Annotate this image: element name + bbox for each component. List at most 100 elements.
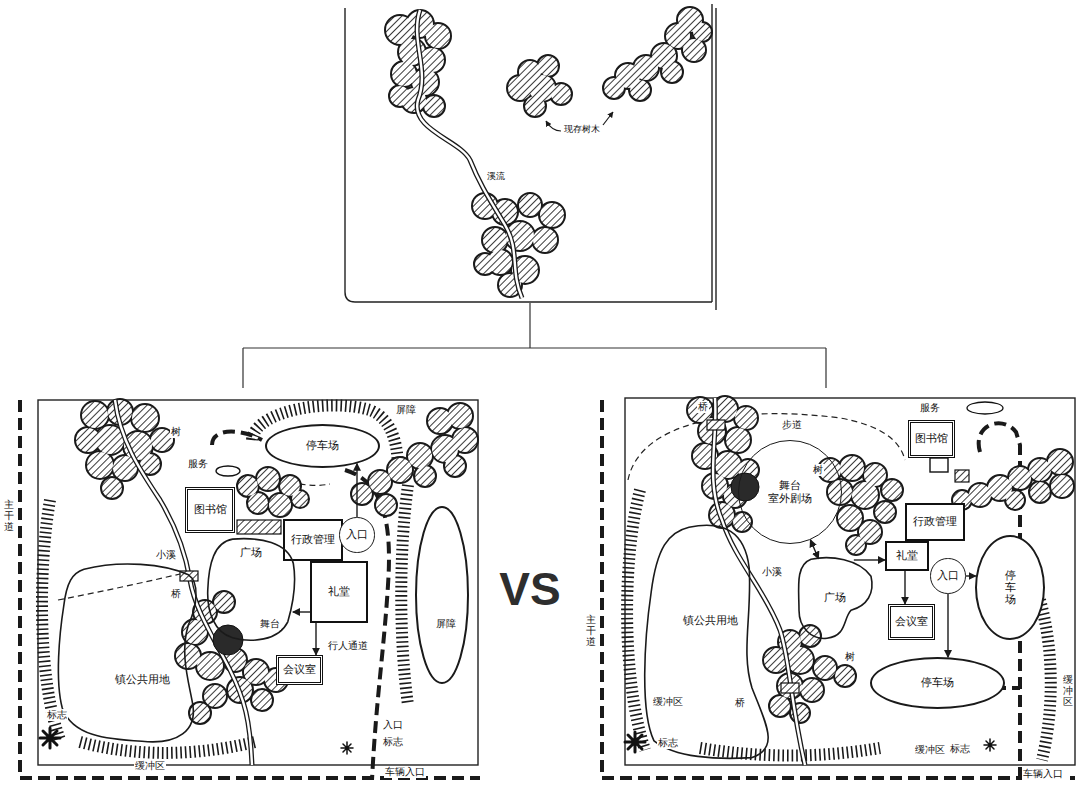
node-label: 停车场 xyxy=(920,676,955,689)
tree-hatch xyxy=(953,450,1073,509)
buffer-hedge xyxy=(627,490,645,750)
connector-arrow xyxy=(904,571,905,604)
plan-label-holder: 标志 xyxy=(949,743,971,755)
node-label: 停车场 xyxy=(305,439,340,452)
stage-mark xyxy=(213,625,243,655)
road-dashed xyxy=(212,432,262,445)
plan-label: 步道 xyxy=(781,419,803,431)
node-label: 舞台 xyxy=(778,479,802,492)
plan-label-holder: 标志 xyxy=(382,736,404,748)
bridge xyxy=(707,420,725,430)
pointer-arrow xyxy=(546,121,561,131)
node-label: 广场 xyxy=(239,546,263,559)
stage-mark xyxy=(213,473,759,655)
plan-label: 标志 xyxy=(949,743,971,755)
node-text-group: 停车场 xyxy=(305,439,340,452)
node-text-group: 广场 xyxy=(823,591,847,604)
node-label: 镇公共用地 xyxy=(114,674,171,687)
plan-label-holder: 缓冲区 xyxy=(652,696,684,708)
plan-label: 溪流 xyxy=(486,171,506,182)
tree-outline xyxy=(764,626,855,722)
stream-banks xyxy=(713,398,805,765)
plan-label-holder: 主干道 xyxy=(586,614,596,647)
node-label: 入口 xyxy=(936,569,960,582)
plan-label: 现存树木 xyxy=(563,124,601,135)
building-annex xyxy=(930,458,948,472)
building-box: 会议室 xyxy=(888,604,935,640)
tree-outline xyxy=(76,8,1073,723)
plan-label: 车辆入口 xyxy=(1022,768,1064,780)
plan-label: 缓冲区 xyxy=(652,696,684,708)
plan-label-holder: 标志 xyxy=(46,709,68,721)
tree-hatch xyxy=(352,404,477,515)
node-label: 图书馆 xyxy=(193,503,228,516)
tree-outline xyxy=(819,456,902,554)
tree-outline xyxy=(238,468,308,516)
node-text-group: 会议室 xyxy=(282,663,317,676)
node-label: 入口 xyxy=(345,528,369,541)
road-dashed xyxy=(20,400,1075,780)
building-box: 行政管理 xyxy=(905,503,965,541)
connector-group xyxy=(293,464,976,658)
buffer-hedge xyxy=(252,405,398,470)
plan-label-holder: 小溪 xyxy=(761,566,783,578)
plan-label: 桥 xyxy=(170,588,182,600)
plan-label-holder: 缓冲区 xyxy=(134,760,166,772)
node-text-group: 镇公共用地 xyxy=(682,614,739,627)
plan-label-holder: 行人通道 xyxy=(327,640,369,652)
connector-arrow xyxy=(356,464,357,518)
service-pad xyxy=(967,402,1003,414)
tree-outline xyxy=(953,450,1073,509)
tree-hatch xyxy=(764,626,855,722)
plan-label-holder: 缓冲区 xyxy=(914,744,946,756)
plan-label: 行人通道 xyxy=(327,640,369,652)
plan-label-holder: 树 xyxy=(170,426,182,438)
node-label: 镇公共用地 xyxy=(682,614,739,627)
node-label: 会议室 xyxy=(282,663,317,676)
stream-water xyxy=(115,400,252,765)
node-label: 图书馆 xyxy=(914,432,949,445)
plan-label: 缓冲区 xyxy=(914,744,946,756)
stream-water xyxy=(417,10,522,298)
plan-label: 标志 xyxy=(46,709,68,721)
tree-outline xyxy=(508,56,571,116)
building-box: 图书馆 xyxy=(185,487,235,533)
node-text-group: 礼堂 xyxy=(327,585,351,598)
plan-label-holder: 屏障 xyxy=(435,618,457,630)
node-text-group: 停车场 xyxy=(920,676,955,689)
building-box: 礼堂 xyxy=(885,541,929,571)
node-text-group: 图书馆 xyxy=(193,503,228,516)
plan-label-holder: 屏障 xyxy=(395,404,417,416)
plan-label: 服务 xyxy=(187,458,209,470)
service-pad xyxy=(216,466,240,476)
stream-banks xyxy=(417,10,522,298)
stage-mark xyxy=(731,473,759,501)
node-text-group: 镇公共用地 xyxy=(114,674,171,687)
tree-outline xyxy=(604,8,711,100)
node-text-group: 行政管理 xyxy=(912,515,958,528)
tree-hatch xyxy=(508,56,571,116)
stream-water xyxy=(115,10,805,765)
node-text-group: 入口 xyxy=(345,528,369,541)
node-text-group: 停车场 xyxy=(1005,569,1016,605)
plan-label: 入口 xyxy=(382,719,404,731)
sign-symbol xyxy=(341,742,353,754)
sign-symbol xyxy=(40,728,60,748)
plan-label-holder: 桥 xyxy=(697,401,709,413)
node-label: 礼堂 xyxy=(327,585,351,598)
plan-label-holder: 现存树木 xyxy=(563,124,601,135)
plan-label: 服务 xyxy=(919,402,941,414)
stream-water xyxy=(713,398,805,765)
comparison-mark: VS xyxy=(498,562,561,617)
road-dashed xyxy=(602,400,1075,778)
tree-hatch xyxy=(76,8,1073,723)
tree-hatch xyxy=(819,456,902,554)
plan-label: 树 xyxy=(812,464,824,476)
green-space-outline xyxy=(58,564,196,742)
plan-label: 树 xyxy=(170,426,182,438)
node-text-group: 会议室 xyxy=(894,615,929,628)
plan-label-holder: 树 xyxy=(844,651,856,663)
plan-label-holder: 车辆入口 xyxy=(384,766,426,778)
pointer-arrow xyxy=(603,112,613,125)
